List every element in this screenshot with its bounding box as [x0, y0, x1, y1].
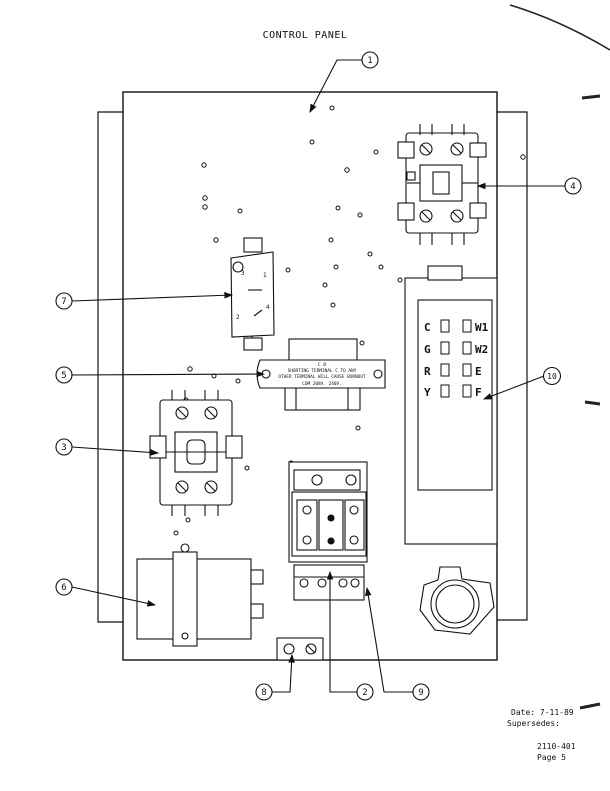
transformer-label-line: OTHER TERMINAL WILL CAUSE BURNOUT	[278, 374, 366, 380]
page-title: CONTROL PANEL	[262, 30, 348, 41]
transformer-label-line: COM 208V. 240V.	[302, 381, 342, 387]
footer-doc-number: 2110-401	[537, 742, 576, 751]
relay-pin-number: 2	[236, 314, 240, 321]
callout-leaders	[71, 59, 565, 693]
relay-pin-number: 4	[266, 304, 270, 311]
transformer-label-line: C B	[318, 362, 326, 368]
contactor-relay-3	[149, 390, 243, 516]
relay-7	[230, 237, 275, 351]
scan-edge-mark	[581, 94, 601, 100]
callout-10: 10	[547, 372, 557, 381]
capacitor-6	[136, 543, 264, 647]
callout-3: 3	[61, 443, 66, 453]
callout-8: 8	[261, 688, 266, 698]
callout-1: 1	[367, 56, 372, 66]
terminal-labels: C G R Y W1 W2 E F	[424, 321, 489, 399]
relay-pin-numbers: 3 1 2 4	[236, 270, 270, 321]
scan-edge-mark	[584, 400, 601, 406]
terminal-label-r: R	[424, 365, 431, 378]
terminal-board-10	[404, 265, 498, 545]
terminal-label-g: G	[424, 343, 431, 356]
transformer-5	[256, 338, 386, 411]
relay-pin-number: 1	[263, 272, 267, 279]
callout-2: 2	[362, 688, 367, 698]
callout-numbers: 1 4 7 5 3 6 10 8 2 9	[61, 56, 575, 698]
callout-6: 6	[61, 583, 66, 593]
footer-page: Page 5	[537, 753, 566, 762]
terminal-label-w1: W1	[475, 321, 489, 334]
callout-7: 7	[61, 297, 66, 307]
footer-date: Date: 7-11-89	[511, 708, 574, 717]
terminal-label-c: C	[424, 321, 431, 334]
scan-edge-mark	[579, 702, 601, 710]
terminal-label-e: E	[475, 365, 482, 378]
scan-edge-mark	[509, 4, 610, 51]
callout-9: 9	[418, 688, 423, 698]
terminal-screws	[440, 319, 472, 398]
relay-pin-number: 3	[241, 270, 245, 277]
transformer-label-line: SHORTING TERMINAL C TO ANY	[288, 368, 357, 374]
mounting-holes	[173, 105, 526, 536]
terminal-label-f: F	[475, 386, 482, 399]
callout-5: 5	[61, 371, 66, 381]
contactor-relay-4	[397, 124, 487, 245]
conduit-knockout	[419, 566, 495, 635]
footer-supersedes: Supersedes:	[507, 719, 560, 728]
ground-terminal-8	[276, 637, 324, 661]
callout-bubbles	[55, 51, 582, 701]
breaker-assembly-9	[288, 461, 368, 601]
terminal-label-w2: W2	[475, 343, 488, 356]
callout-4: 4	[570, 182, 575, 192]
terminal-label-y: Y	[424, 386, 431, 399]
transformer-label: C B SHORTING TERMINAL C TO ANY OTHER TER…	[278, 362, 366, 387]
